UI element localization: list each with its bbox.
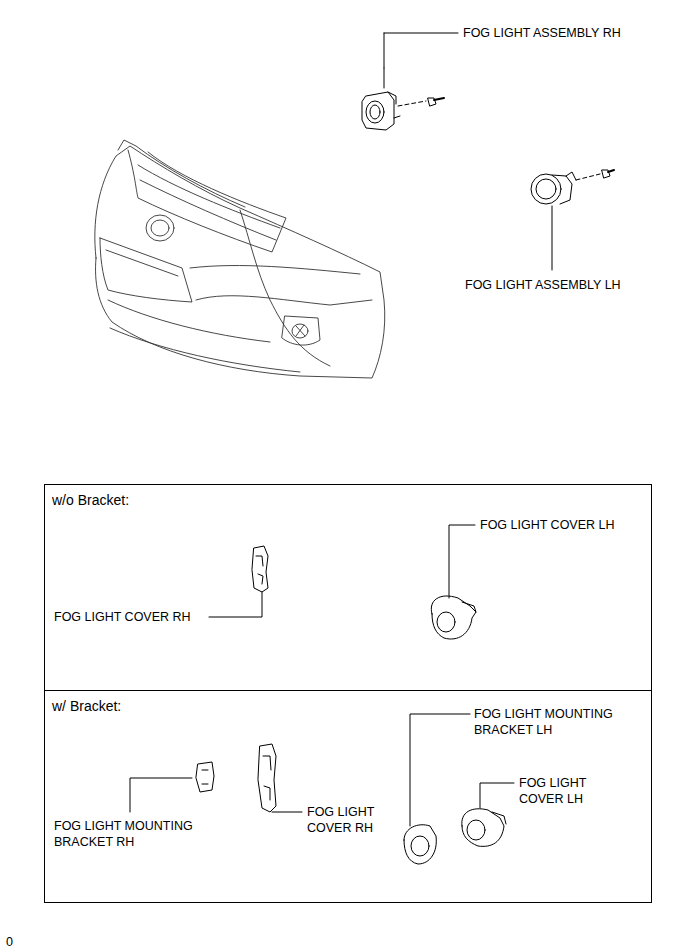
- panel-heading: w/o Bracket:: [52, 492, 129, 509]
- fog-light-assembly-lh: [531, 170, 614, 270]
- fog-light-mounting-bracket-rh: [130, 762, 214, 812]
- fog-light-cover-rh: [209, 546, 268, 617]
- page-number: 0: [6, 934, 13, 950]
- fog-light-cover-lh-bracket: [462, 783, 514, 846]
- front-bumper: [95, 140, 385, 378]
- variant-panel: w/o Bracket:: [44, 484, 652, 691]
- part-name: FOG LIGHT MOUNTING BRACKET LH: [474, 706, 620, 738]
- fog-light-mounting-bracket-lh: [404, 714, 470, 864]
- panel-heading: w/ Bracket:: [52, 698, 121, 715]
- part-name: FOG LIGHT ASSEMBLY LH: [465, 277, 621, 293]
- part-name: FOG LIGHT MOUNTING BRACKET RH: [54, 818, 201, 850]
- part-name: FOG LIGHT COVER RH: [54, 609, 191, 625]
- part-name: FOG LIGHT COVER RH: [307, 804, 389, 836]
- part-name: FOG LIGHT ASSEMBLY RH: [463, 25, 621, 41]
- part-name: FOG LIGHT COVER LH: [480, 517, 615, 533]
- part-name: FOG LIGHT COVER LH: [519, 775, 600, 807]
- fog-light-assembly-rh: [362, 33, 458, 130]
- fog-light-cover-rh-bracket: [258, 744, 302, 812]
- fog-light-cover-lh: [431, 525, 476, 639]
